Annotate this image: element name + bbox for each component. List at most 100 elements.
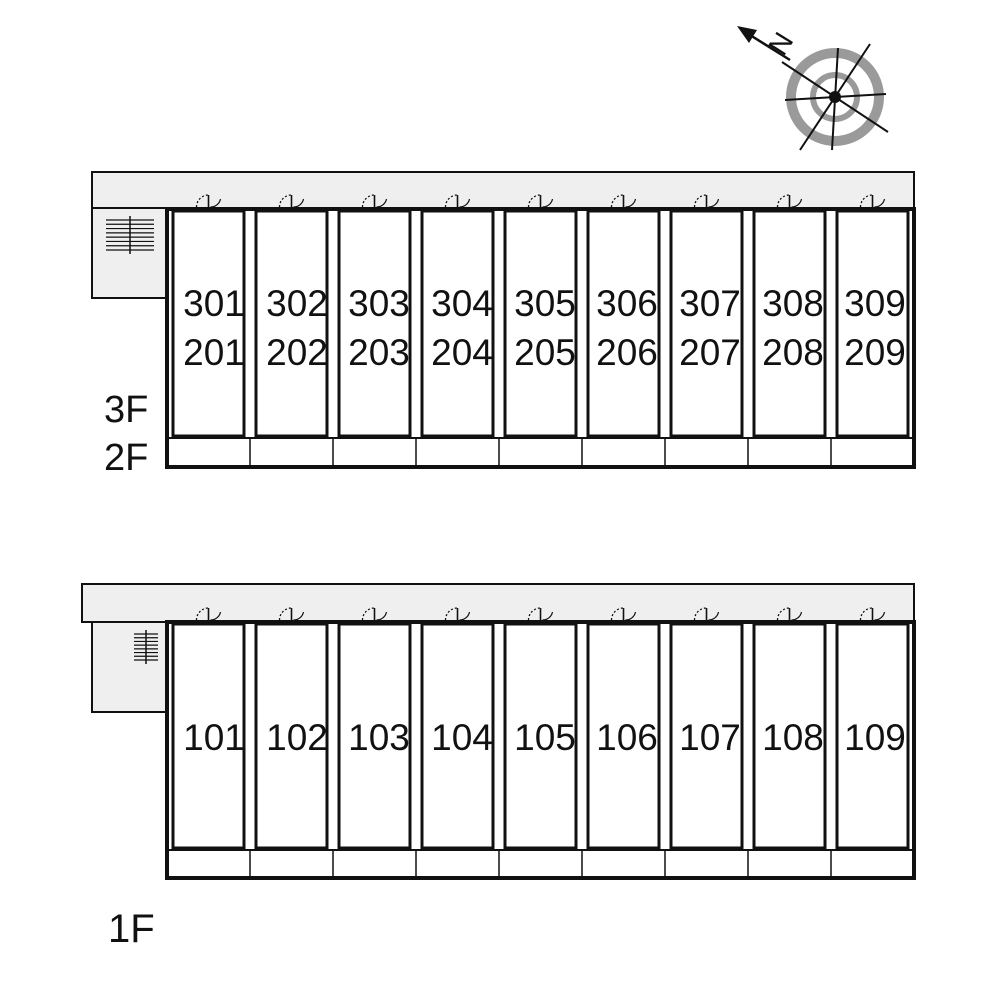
meter-mark [376, 198, 388, 208]
door-icon [609, 607, 638, 622]
meter-mark [210, 611, 222, 621]
door-icon [775, 194, 804, 209]
meter-mark [459, 198, 471, 208]
unit-label-3f: 307 [679, 283, 741, 324]
unit-label-1f: 106 [596, 717, 658, 758]
unit-label-2f: 208 [762, 332, 824, 373]
meter-mark [293, 198, 305, 208]
door-swing [195, 194, 209, 208]
stair-lower [134, 630, 158, 664]
door-icon [858, 194, 887, 209]
meter-mark [625, 611, 637, 621]
door-swing [527, 607, 541, 621]
door-icon [277, 194, 306, 209]
door-icon [692, 194, 721, 209]
compass-inner-ring [810, 72, 860, 122]
unit-label-3f: 305 [514, 283, 576, 324]
unit-label-1f: 103 [348, 717, 410, 758]
unit-label-2f: 205 [514, 332, 576, 373]
units-upper [171, 194, 910, 467]
door-icon [692, 607, 721, 622]
unit-room [669, 622, 744, 850]
unit-room [835, 209, 910, 438]
unit-label-2f: 209 [844, 332, 906, 373]
door-swing [444, 194, 458, 208]
meter-mark [376, 611, 388, 621]
door-swing [610, 194, 624, 208]
door-swing [859, 194, 873, 208]
door-icon [526, 194, 555, 209]
stair-block-lower [91, 621, 169, 713]
compass-line [831, 47, 839, 151]
corridor-upper [91, 171, 915, 209]
door-swing [776, 194, 790, 208]
unit-label-3f: 309 [844, 283, 906, 324]
unit-room [752, 209, 827, 438]
labels-1f: 101 102 103 104 105 106 107 108 109 [183, 717, 906, 758]
door-icon [360, 194, 389, 209]
labels-3f: 301 302 303 304 305 306 307 308 309 [183, 283, 906, 324]
meter-mark [874, 198, 886, 208]
meter-mark [874, 611, 886, 621]
unit-label-1f: 105 [514, 717, 576, 758]
door-swing [278, 194, 292, 208]
door-swing [693, 194, 707, 208]
unit-label-1f: 102 [266, 717, 328, 758]
meter-mark [542, 198, 554, 208]
unit-room [586, 622, 661, 850]
stair-upper [106, 216, 154, 254]
meter-mark [708, 611, 720, 621]
unit-room [503, 622, 578, 850]
unit-label-3f: 301 [183, 283, 245, 324]
unit-label-1f: 108 [762, 717, 824, 758]
door-icon [443, 194, 472, 209]
unit-room [503, 209, 578, 438]
unit-room [586, 209, 661, 438]
unit-room [254, 622, 329, 850]
north-arrow-icon [737, 26, 757, 43]
unit-room [420, 209, 495, 438]
door-swing [195, 607, 209, 621]
meter-mark [625, 198, 637, 208]
upper-floor-plan: 301 302 303 304 305 306 307 308 309 201 … [91, 171, 916, 479]
unit-label-3f: 306 [596, 283, 658, 324]
unit-label-2f: 203 [348, 332, 410, 373]
door-swing [444, 607, 458, 621]
door-swing [610, 607, 624, 621]
meter-mark [293, 611, 305, 621]
door-icon [194, 194, 223, 209]
door-icon [526, 607, 555, 622]
unit-label-3f: 302 [266, 283, 328, 324]
unit-room [337, 622, 412, 850]
door-swing [527, 194, 541, 208]
unit-label-2f: 201 [183, 332, 245, 373]
unit-label-1f: 107 [679, 717, 741, 758]
unit-room [254, 209, 329, 438]
meter-mark [210, 198, 222, 208]
unit-room [420, 622, 495, 850]
corridor-lower [81, 583, 915, 623]
floor-label-3f: 3F [104, 389, 148, 431]
door-icon [609, 194, 638, 209]
meter-mark [542, 611, 554, 621]
lower-floor-plan: 101 102 103 104 105 106 107 108 109 1F [81, 583, 916, 951]
door-icon [360, 607, 389, 622]
compass-outer-ring [786, 48, 884, 146]
meter-mark [708, 198, 720, 208]
unit-room [835, 622, 910, 850]
meter-mark [791, 611, 803, 621]
unit-label-3f: 303 [348, 283, 410, 324]
unit-room [171, 622, 246, 850]
unit-label-1f: 104 [431, 717, 493, 758]
door-swing [776, 607, 790, 621]
meter-mark [791, 198, 803, 208]
door-swing [278, 607, 292, 621]
unit-label-3f: 304 [431, 283, 493, 324]
unit-room [669, 209, 744, 438]
floor-label-1f: 1F [108, 907, 155, 951]
unit-label-3f: 308 [762, 283, 824, 324]
unit-label-2f: 204 [431, 332, 493, 373]
floor-label-2f: 2F [104, 437, 148, 479]
units-lower [171, 607, 910, 878]
